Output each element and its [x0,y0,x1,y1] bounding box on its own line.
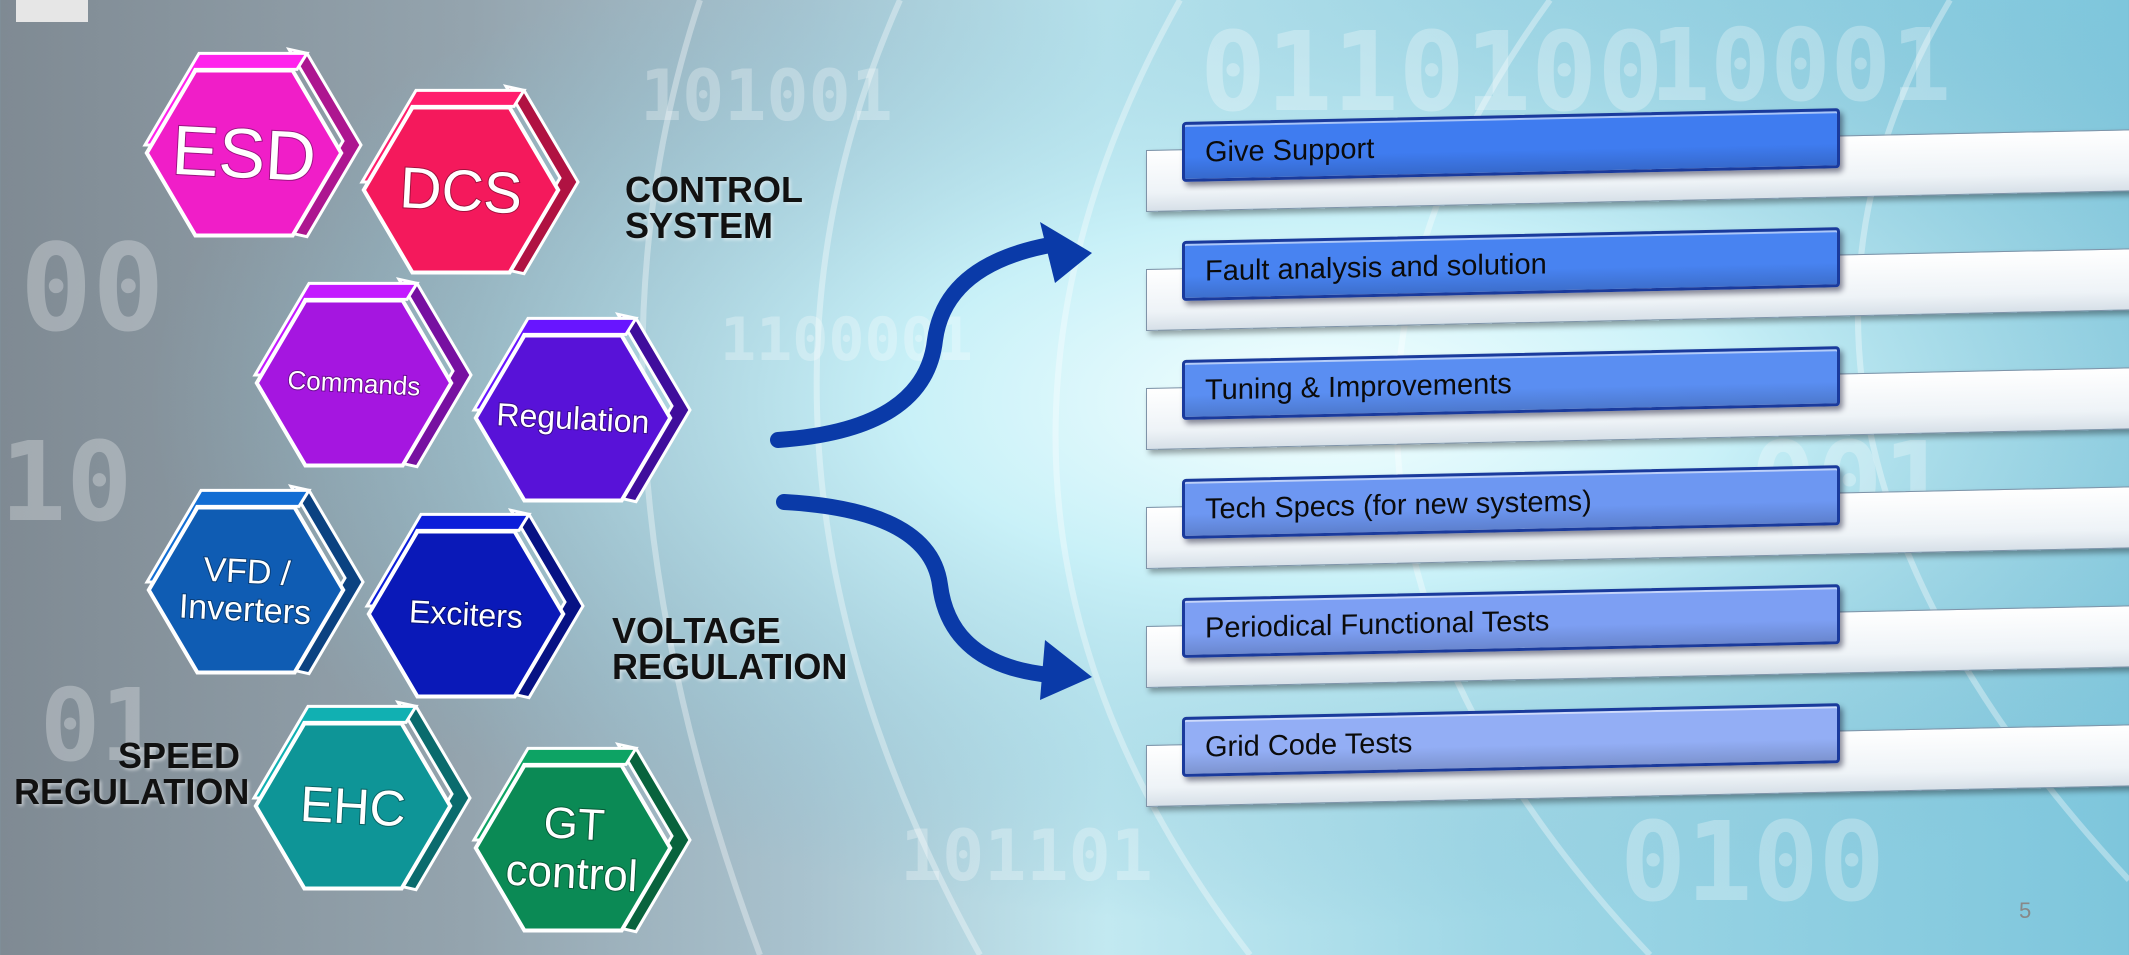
hexagon-esd: ESD [142,47,363,239]
activity-item-label: Tech Specs (for new systems) [1205,485,1592,526]
hexagon-ehc: EHC [251,700,472,892]
corner-marker [16,0,88,22]
hexagon-gt: GTcontrol [471,742,692,934]
label-voltage-regulation-line2: REGULATION [612,646,848,687]
activity-item-label: Grid Code Tests [1205,727,1413,764]
label-control-system: CONTROL SYSTEM [625,172,803,244]
arrow-down-head [1040,640,1092,700]
hexagon-dcs: DCS [359,84,580,276]
label-voltage-regulation: VOLTAGE REGULATION [612,613,847,685]
svg-text:10: 10 [0,418,132,546]
hexagon-exciters: Exciters [364,508,585,700]
hexagon-vfd-label: VFD /Inverters [178,549,314,632]
label-voltage-regulation-line1: VOLTAGE [612,610,781,651]
hexagon-esd-face [144,68,344,238]
svg-text:0100: 0100 [1620,798,1885,926]
hexagon-ehc-face [253,721,453,891]
svg-text:01: 01 [40,667,160,784]
label-speed-regulation: SPEED REGULATION [14,735,250,812]
hexagon-gt-label: GTcontrol [504,796,641,901]
label-control-system-line1: CONTROL [625,169,803,210]
hexagon-commands: Commands [252,277,473,469]
hexagon-commands-label: Commands [287,365,421,402]
svg-text:101101: 101101 [900,815,1153,897]
hexagon-vfd: VFD /Inverters [144,484,365,676]
label-speed-regulation-line1: SPEED [117,735,240,776]
hexagon-dcs-face [361,105,561,275]
hexagon-gt-face [473,763,673,933]
arrow-up [770,237,1058,448]
hexagon-exciters-face [366,529,566,699]
svg-text:10001: 10001 [1650,7,1951,124]
svg-text:101001: 101001 [640,55,893,137]
hexagon-dcs-label: DCS [398,155,524,226]
label-speed-regulation-line2: REGULATION [14,771,250,812]
activity-item-label: Periodical Functional Tests [1205,605,1550,645]
hexagon-commands-face [254,298,454,468]
activity-item-label: Tuning & Improvements [1205,368,1512,407]
label-control-system-line2: SYSTEM [625,205,774,246]
page-number: 5 [2019,898,2032,923]
hexagon-exciters-label: Exciters [408,593,524,635]
hexagon-regulation-label: Regulation [496,396,651,440]
hexagon-ehc-label: EHC [299,776,407,837]
hexagon-vfd-face [146,505,346,675]
hexagon-regulation-face [473,333,673,503]
svg-text:00: 00 [20,220,165,359]
hexagon-regulation: Regulation [471,312,692,504]
hexagon-esd-label: ESD [170,111,318,196]
arrow-down [776,494,1058,683]
activity-item-label: Give Support [1205,132,1375,169]
activity-item-label: Fault analysis and solution [1205,248,1547,288]
arrow-up-head [1040,222,1092,283]
